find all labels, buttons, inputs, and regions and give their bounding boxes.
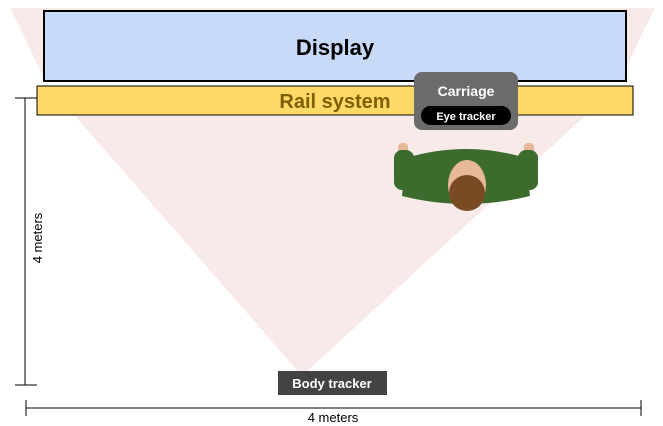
eye-tracker-pill [421, 106, 511, 125]
display-label: Display [296, 35, 375, 60]
person-top-view-icon [394, 143, 538, 211]
vertical-dimension-label: 4 meters [30, 212, 45, 263]
eye-tracker-label: Eye tracker [436, 111, 496, 123]
display-panel [43, 10, 627, 82]
body-tracker-box [278, 371, 387, 395]
carriage-label: Carriage [438, 83, 495, 99]
horizontal-dimension-label: 4 meters [308, 410, 359, 425]
rail-system-label: Rail system [279, 91, 390, 113]
body-tracker-label: Body tracker [292, 376, 371, 391]
rail-system-bar [36, 85, 634, 116]
